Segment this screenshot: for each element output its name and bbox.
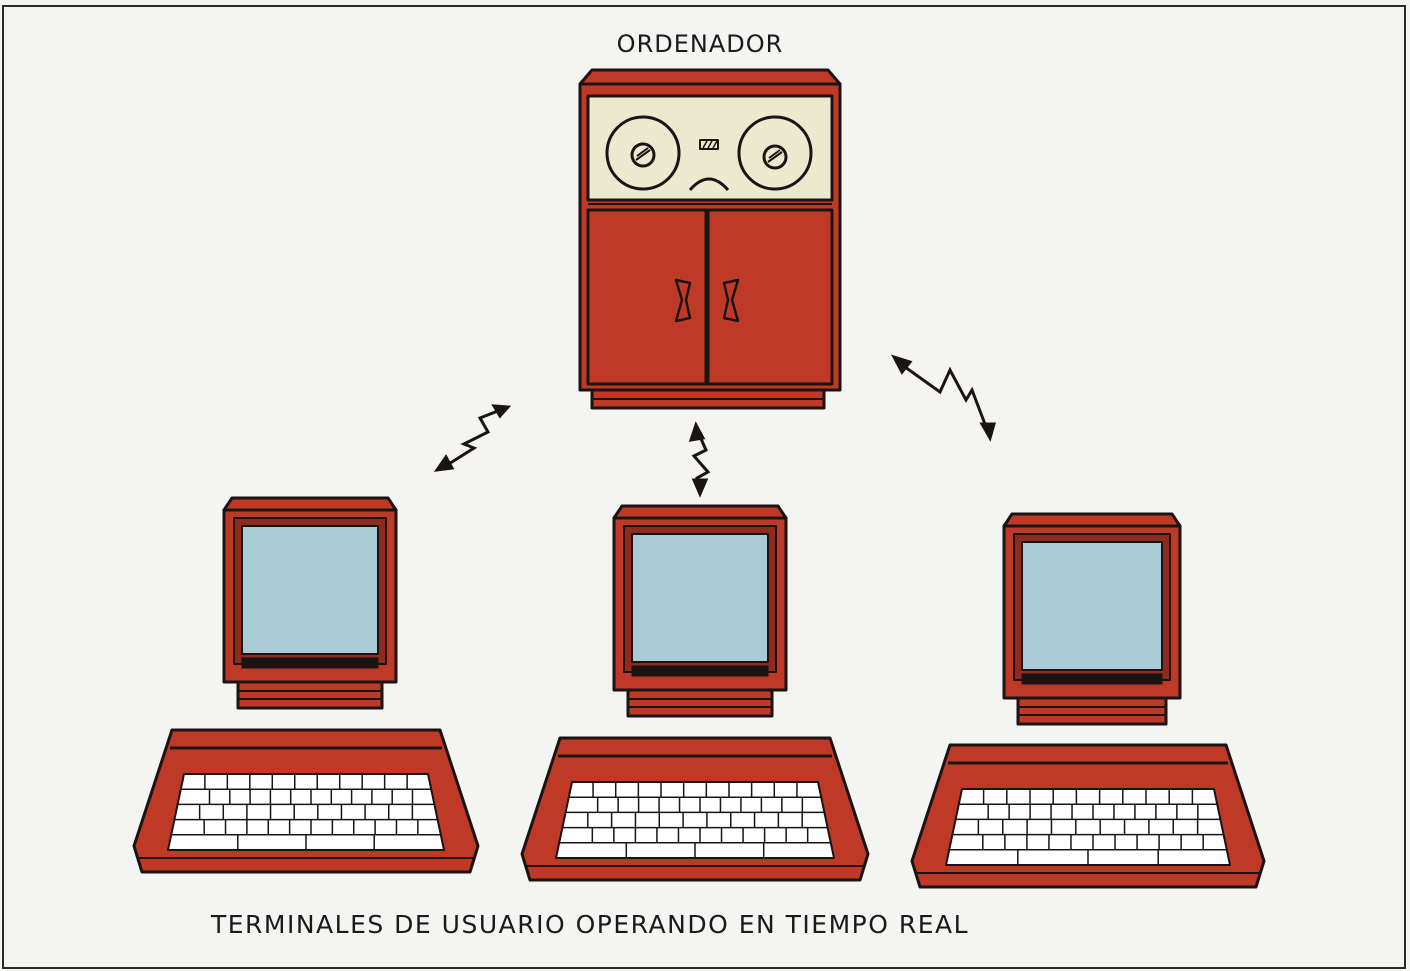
communication-links <box>433 354 996 498</box>
monitor-lower-shadow <box>1021 673 1163 685</box>
keyboard-icon <box>520 736 870 882</box>
monitor-screen <box>631 533 769 663</box>
computer-label: ORDENADOR <box>616 30 784 58</box>
terminal-1 <box>132 496 480 874</box>
door-handle-right <box>722 278 740 323</box>
monitor-stand <box>1016 696 1168 726</box>
monitor-icon <box>222 496 398 710</box>
monitor-icon <box>1002 512 1182 726</box>
page-frame <box>2 5 1406 969</box>
lightning-arrow-icon <box>433 404 512 472</box>
monitor-top <box>612 504 788 520</box>
monitor-top <box>1002 512 1182 528</box>
lightning-arrow-icon <box>688 421 711 498</box>
monitor-lower-shadow <box>241 657 379 669</box>
cabinet-door-left <box>586 208 708 386</box>
monitor-stand <box>236 680 384 710</box>
lightning-arrow-icon <box>890 354 996 442</box>
mainframe-computer <box>578 68 842 410</box>
monitor-icon <box>612 504 788 718</box>
monitor-stand <box>626 688 774 718</box>
terminal-3 <box>910 512 1266 889</box>
monitor-lower-shadow <box>631 665 769 677</box>
terminal-2 <box>520 504 870 882</box>
diagram-caption: TERMINALES DE USUARIO OPERANDO EN TIEMPO… <box>210 910 970 939</box>
tape-path <box>688 177 730 192</box>
mainframe-lid <box>578 68 842 86</box>
monitor-screen <box>1021 541 1163 671</box>
monitor-top <box>222 496 398 512</box>
tape-reel-right-icon <box>737 115 813 191</box>
tape-reel-left-icon <box>605 115 681 191</box>
keyboard-icon <box>910 743 1266 889</box>
door-handle-left <box>674 278 692 323</box>
monitor-screen <box>241 525 379 655</box>
keyboard-icon <box>132 728 480 874</box>
tape-head-icon <box>699 139 719 150</box>
user-terminals <box>132 496 1266 889</box>
